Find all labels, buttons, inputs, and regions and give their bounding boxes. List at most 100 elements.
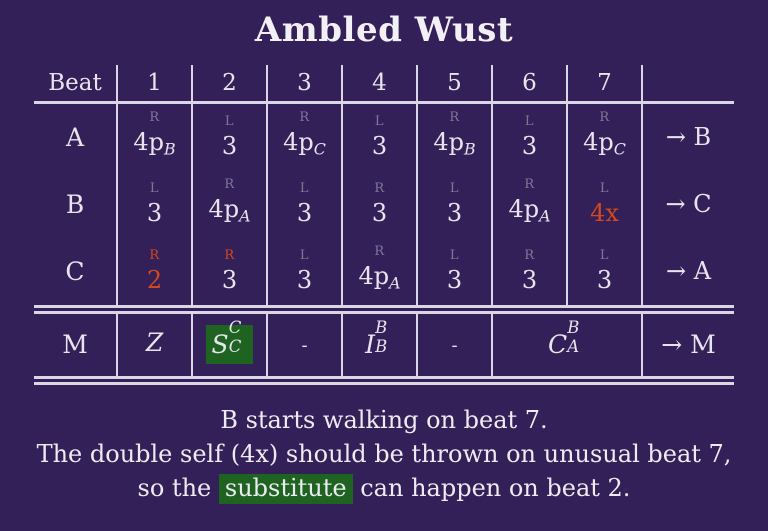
row-transition-M: → M: [641, 313, 734, 376]
footer-line-3-after: can happen on beat 2.: [352, 473, 631, 502]
footer-line-3-before: so the: [137, 473, 219, 502]
math-base: 3: [371, 131, 388, 160]
cell-B-beat-7: L 4x: [566, 170, 642, 238]
beat-header-3: 3: [266, 64, 342, 101]
beat-header-4: 4: [341, 64, 417, 101]
math-superscript: B: [567, 318, 580, 338]
rule-after-manipulator: [34, 375, 734, 385]
math-base: 3: [521, 265, 538, 294]
throw-value: 3: [343, 198, 416, 228]
manipulation-symbol: Z: [140, 327, 169, 362]
throw-value: 4pB: [418, 127, 491, 164]
hand-marker: R: [374, 180, 385, 196]
hand-marker: L: [224, 113, 235, 129]
manipulator-cell-1: Z: [116, 313, 192, 376]
horizontal-rule: [34, 100, 734, 104]
hand-marker: R: [224, 177, 235, 193]
hand-marker: R: [599, 110, 610, 126]
hand-marker: R: [449, 110, 460, 126]
math-base: 3: [296, 198, 313, 227]
row-label-M: M: [62, 330, 88, 360]
math-base: 4p: [433, 128, 464, 157]
manipulator-cell-5: -: [416, 313, 492, 376]
throw-value: 3: [268, 265, 341, 295]
footer-line-2: The double self (4x) should be thrown on…: [36, 439, 732, 468]
page-title: Ambled Wust: [254, 10, 514, 50]
math-base: 4x: [590, 198, 619, 227]
math-base: 3: [146, 198, 163, 227]
throw-value: 4pB: [118, 127, 191, 164]
math-subscript: A: [389, 273, 401, 293]
throw-value: 4pA: [343, 261, 416, 298]
throw-value: 3: [193, 265, 266, 295]
rule-line: [34, 100, 734, 104]
math-base: 4p: [358, 262, 390, 291]
rule-line-top: [34, 375, 734, 379]
throw-value: 3: [418, 265, 491, 295]
hand-marker: L: [524, 113, 535, 129]
row-transition-A: → B: [641, 103, 734, 171]
throw-value: 4pA: [193, 194, 266, 231]
hand-marker: R: [224, 247, 235, 263]
hand-marker: L: [599, 180, 610, 196]
math-base: 3: [371, 198, 388, 227]
row-label-A: A: [65, 122, 85, 152]
footer-highlight-substitute: substitute: [218, 473, 353, 504]
row-transition-B: → C: [641, 170, 734, 238]
footer-notes: B starts walking on beat 7. The double s…: [0, 403, 768, 505]
math-subscript: A: [539, 206, 551, 226]
hand-marker: L: [149, 180, 160, 196]
throw-value: 4pC: [268, 127, 341, 164]
hand-marker: R: [524, 177, 535, 193]
row-transition-C: → A: [641, 237, 734, 305]
math-superscript: C: [228, 318, 242, 338]
math-subscript: C: [228, 336, 242, 356]
hand-marker: R: [149, 110, 160, 126]
math-base: 4p: [283, 128, 314, 157]
beat-header-6: 6: [491, 64, 567, 101]
manipulation-symbol: -: [295, 334, 313, 362]
rule-line-top: [34, 304, 734, 308]
throw-value: 3: [493, 131, 566, 161]
hand-marker: L: [599, 247, 610, 263]
math-subscript: A: [239, 206, 251, 226]
math-base: 3: [446, 198, 463, 227]
throw-value: 2: [118, 265, 191, 295]
math-superscript: B: [375, 318, 388, 338]
math-subscript: B: [375, 336, 388, 356]
math-base: 3: [596, 265, 613, 294]
rule-line: [34, 310, 734, 314]
throw-value: 3: [343, 131, 416, 161]
math-base: 4p: [508, 195, 540, 224]
footer-line-3: so the substitute can happen on beat 2.: [0, 471, 768, 505]
hand-marker: L: [299, 247, 310, 263]
throw-value: 3: [568, 265, 641, 295]
math-subscript: B: [164, 139, 176, 159]
footer-line-1: B starts walking on beat 7.: [220, 405, 548, 434]
rule-after-header: [34, 100, 734, 104]
throw-value: 3: [193, 131, 266, 161]
rule-before-manipulator: [34, 304, 734, 314]
